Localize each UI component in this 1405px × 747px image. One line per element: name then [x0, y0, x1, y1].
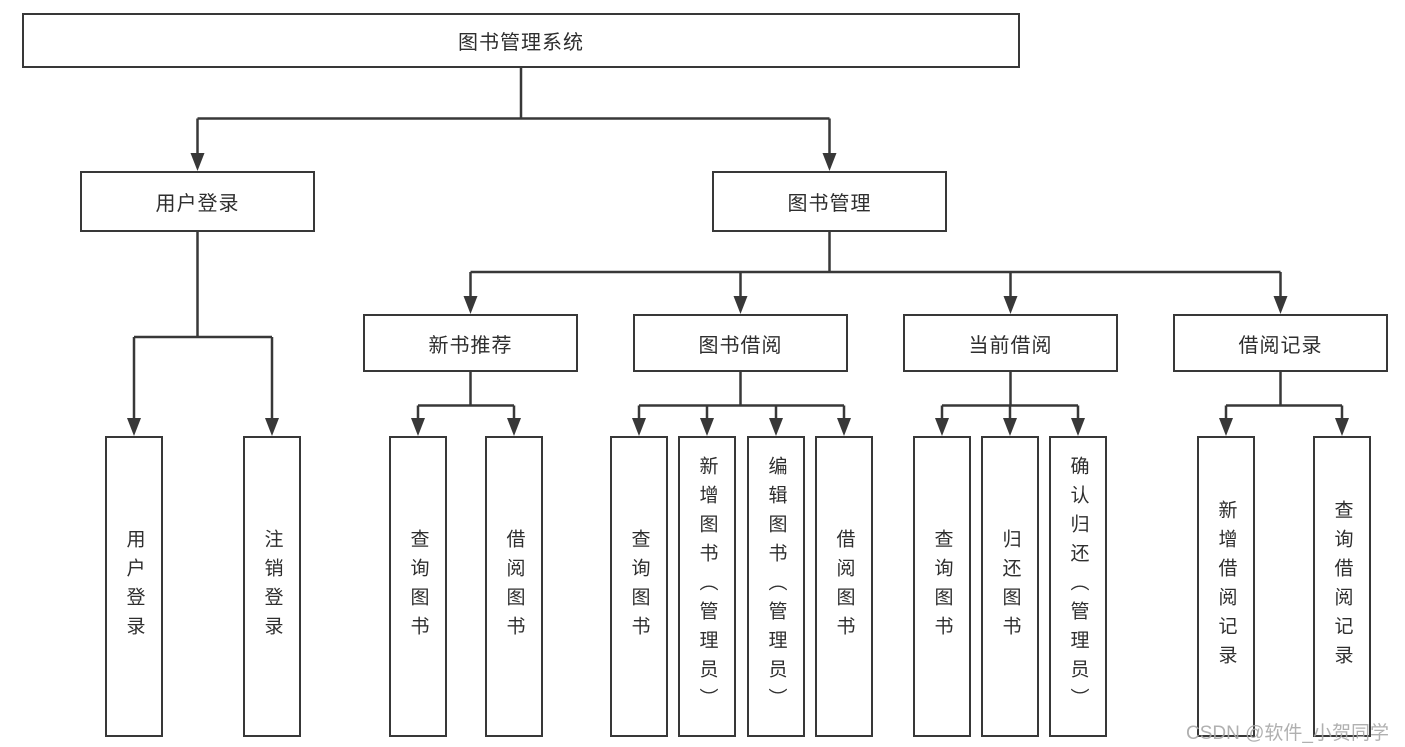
leaf-current-confirm-return-admin: 确认归还（管理员）	[1049, 436, 1107, 737]
leaf-borrowing-query-books-label: 查询图书	[628, 528, 650, 645]
leaf-current-query-books-label: 查询图书	[931, 528, 953, 645]
node-book-borrowing: 图书借阅	[633, 314, 848, 372]
leaf-borrowing-add-books-admin-label: 新增图书（管理员）	[696, 456, 718, 717]
node-book-borrowing-label: 图书借阅	[698, 334, 783, 357]
leaf-recommend-borrow-books: 借阅图书	[485, 436, 543, 737]
leaf-borrowing-query-books: 查询图书	[610, 436, 668, 737]
node-new-book-recommend: 新书推荐	[363, 314, 578, 372]
leaf-records-add-record-label: 新增借阅记录	[1215, 499, 1237, 674]
node-borrowing-records-label: 借阅记录	[1238, 334, 1323, 357]
leaf-current-return-books: 归还图书	[981, 436, 1039, 737]
leaf-logout-label: 注销登录	[261, 528, 283, 645]
node-root-label: 图书管理系统	[458, 32, 584, 54]
watermark-text: CSDN @软件_小贺同学	[1186, 723, 1389, 744]
leaf-current-query-books: 查询图书	[913, 436, 971, 737]
leaf-recommend-borrow-books-label: 借阅图书	[503, 528, 525, 645]
leaf-borrowing-add-books-admin: 新增图书（管理员）	[678, 436, 736, 737]
node-current-borrowing-label: 当前借阅	[968, 334, 1053, 357]
leaf-borrowing-edit-books-admin-label: 编辑图书（管理员）	[765, 456, 787, 717]
leaf-user-login-label: 用户登录	[123, 528, 145, 645]
leaf-records-query-record: 查询借阅记录	[1313, 436, 1371, 737]
node-user-login-label: 用户登录	[155, 193, 240, 215]
leaf-logout: 注销登录	[243, 436, 301, 737]
node-current-borrowing: 当前借阅	[903, 314, 1118, 372]
node-book-management-label: 图书管理	[787, 193, 872, 215]
leaf-borrowing-borrow-books-label: 借阅图书	[833, 528, 855, 645]
leaf-recommend-query-books: 查询图书	[389, 436, 447, 737]
leaf-user-login: 用户登录	[105, 436, 163, 737]
node-user-login: 用户登录	[80, 171, 315, 232]
leaf-records-add-record: 新增借阅记录	[1197, 436, 1255, 737]
node-root: 图书管理系统	[22, 13, 1020, 68]
leaf-current-confirm-return-admin-label: 确认归还（管理员）	[1067, 456, 1089, 717]
node-borrowing-records: 借阅记录	[1173, 314, 1388, 372]
node-book-management: 图书管理	[712, 171, 947, 232]
leaf-recommend-query-books-label: 查询图书	[407, 528, 429, 645]
leaf-current-return-books-label: 归还图书	[999, 528, 1021, 645]
leaf-borrowing-edit-books-admin: 编辑图书（管理员）	[747, 436, 805, 737]
leaf-records-query-record-label: 查询借阅记录	[1331, 499, 1353, 674]
leaf-borrowing-borrow-books: 借阅图书	[815, 436, 873, 737]
arrowheads	[127, 153, 1349, 436]
node-new-book-recommend-label: 新书推荐	[428, 334, 513, 357]
